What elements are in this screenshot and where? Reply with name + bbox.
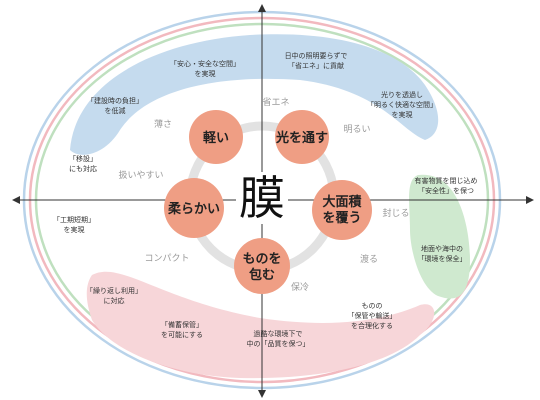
note-environment-2: 「環境を保全」 [418,254,467,263]
note-relocation-2: にも対応 [69,164,97,173]
note-short-term-1: 「工期短期」 [53,215,95,224]
note-safe-space-1: 「安心・安全な空間」 [170,59,240,68]
note-environment-1: 地面や海中の [421,244,463,253]
note-bright-space-1: 光りを透過し [381,90,423,99]
word-energy-saving: 省エネ [262,96,289,108]
note-burden-2: を低減 [105,106,126,115]
note-harsh-2: 中の「品質を保つ」 [247,339,310,348]
note-stockpile-2: を可能にする [161,330,203,339]
bubble-soft-label: 柔らかい [167,202,220,217]
center-label: 膜 [239,171,285,225]
bubble-light-circle [189,110,243,164]
note-bright-space-3: を実現 [392,110,413,119]
band-blue [70,34,439,155]
note-hazard-2: 「安全性」を保つ [418,186,474,195]
bubble-cover-label-1: 大面積 [322,194,362,210]
note-daylight-1: 日中の照明要らずで [285,51,348,60]
bubble-light-through-label: 光を通す [275,130,328,146]
word-keep-cool: 保冷 [291,281,309,293]
note-bright-space-2: 「明るく快適な空間」 [367,100,437,109]
bubble-cover-circle [312,180,372,240]
note-logistics-1: ものの [362,302,383,310]
note-burden-1: 「建設時の負担」 [87,96,143,105]
note-reuse-2: に対応 [104,296,125,305]
bubble-light-through-circle [275,110,329,164]
note-stockpile-1: 「備蓄保管」 [161,320,203,329]
note-logistics-3: を合理化する [351,321,393,330]
bubble-cover-label-2: を覆う [322,211,361,226]
bubble-wrap-circle [234,238,290,294]
word-thin: 薄さ [154,118,172,130]
note-harsh-1: 過酷な環境下で [254,329,303,338]
word-bright: 明るい [343,124,370,135]
word-compact: コンパクト [144,253,189,264]
bubble-light-label: 軽い [203,130,229,146]
note-short-term-2: を実現 [64,225,85,234]
band-green [409,174,470,299]
word-transmit: 渡る [360,253,378,265]
word-seal: 封じる [382,207,409,219]
bubble-soft-circle [164,178,224,238]
note-logistics-2: 「保管や輸送」 [348,311,397,320]
word-easy: 扱いやすい [118,169,163,181]
band-pink [86,271,435,379]
note-relocation-1: 「移設」 [69,154,97,163]
note-safe-space-2: を実現 [195,69,216,78]
bubble-wrap-label-2: 包む [249,267,275,283]
note-hazard-1: 有害物質を閉じ込め [415,176,478,185]
center-label-bg [236,172,288,224]
note-daylight-2: 「省エネ」に貢献 [288,61,344,70]
note-reuse-1: 「繰り返し利用」 [86,286,142,295]
bubble-wrap-label-1: ものを [242,252,281,267]
